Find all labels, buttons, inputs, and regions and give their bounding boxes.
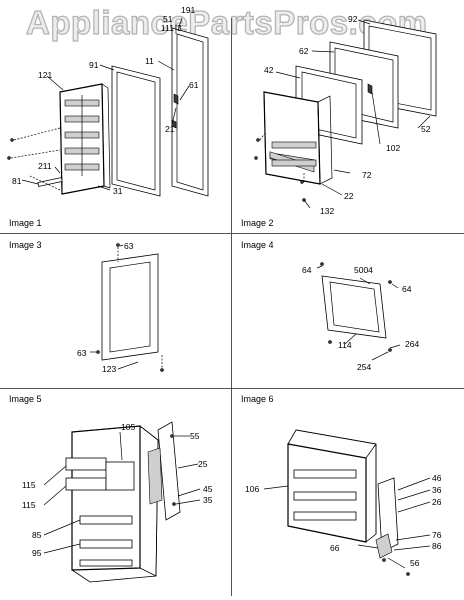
callout: 42 [264,65,274,75]
callout: 85 [32,530,42,540]
door-liner-body [71,425,159,583]
callout: 81 [12,176,22,186]
grid-divider-h2 [0,388,464,389]
callout: 115 [22,500,36,510]
callout: 121 [38,70,52,80]
panel-title-3: Image 3 [9,240,42,250]
callout: 111 [161,23,174,33]
callout: 55 [190,431,200,441]
callout: 86 [432,541,442,551]
callout: 72 [362,170,372,180]
image-6-drawer-liner-assembly: 106 46 36 26 76 86 66 56 [245,429,442,576]
door-outer-panel [171,27,209,197]
image-1-door-assembly: 191 51 111 3 91 11 121 61 21 211 81 31 [7,5,209,197]
callout: 76 [432,530,442,540]
drawer-liner-shelves [269,141,317,173]
callout: 191 [181,5,195,15]
callout: 106 [245,484,259,494]
door-bins [65,457,135,567]
hinge-part [173,93,179,105]
callout: 52 [421,124,431,134]
panel-title-5: Image 5 [9,394,42,404]
panel-title-4: Image 4 [241,240,274,250]
panel-title-1: Image 1 [9,218,42,228]
callout: 45 [203,484,213,494]
callout: 64 [402,284,412,294]
callout: 36 [432,485,442,495]
callout: 66 [330,543,340,553]
callout: 11 [145,56,154,66]
drawer-gasket-frame [321,275,387,339]
image-5-door-liner-assembly: 105 55 115 25 115 45 35 85 95 [22,421,213,583]
hinge-cover [157,421,181,521]
image-3-door-gasket: 63 63 123 [77,241,164,374]
grid-divider-vertical [231,18,232,596]
panel-title-6: Image 6 [241,394,274,404]
slide-bracket [377,477,399,553]
callout: 3 [177,23,182,33]
callout: 105 [121,422,135,432]
callout: 63 [77,348,87,358]
callout: 26 [432,497,442,507]
callout: 56 [410,558,420,568]
callout: 91 [89,60,99,70]
callout: 264 [405,339,419,349]
callout: 22 [344,191,354,201]
callout: 123 [102,364,116,374]
callout: 95 [32,548,42,558]
callout: 51 [163,14,173,24]
callout: 115 [22,480,36,490]
callout: 132 [320,206,334,216]
callout: 114 [338,340,352,350]
callout: 63 [124,241,134,251]
callout: 35 [203,495,213,505]
callout: 61 [189,80,199,90]
door-handle [37,177,63,187]
callout: 5004 [354,265,373,275]
callout: 102 [386,143,400,153]
callout: 25 [198,459,208,469]
callout: 211 [38,161,52,171]
gasket-frame [101,253,159,361]
callout: 92 [348,14,358,24]
watermark-logo: AppliancePartsPros.com [25,3,428,41]
panel-title-2: Image 2 [241,218,274,228]
image-2-drawer-assembly: 92 62 42 52 102 72 22 132 [254,14,437,216]
callout: 31 [113,186,123,196]
callout: 64 [302,265,312,275]
callout: 21 [165,124,175,134]
door-liner-shelves [64,95,100,176]
callout: 46 [432,473,442,483]
callout: 254 [357,362,371,372]
drawer-shelves [293,469,357,521]
grid-divider-h1 [0,233,464,234]
callout: 62 [299,46,309,56]
image-4-drawer-gasket: 64 5004 64 114 264 254 [302,262,419,372]
door-gasket [111,65,161,197]
